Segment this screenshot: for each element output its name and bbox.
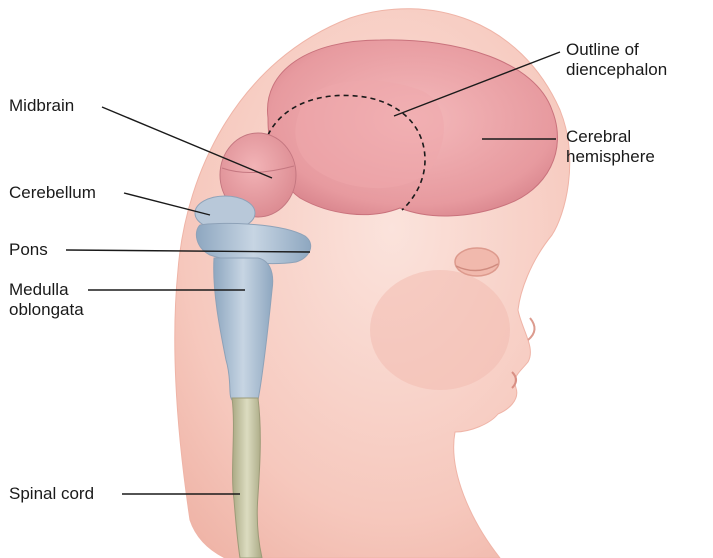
label-medulla-line1: Medulla <box>9 280 84 300</box>
nose-detail <box>528 318 535 340</box>
cheek-shading <box>370 270 510 390</box>
label-outline-line2: diencephalon <box>566 60 667 80</box>
label-cerebral-line2: hemisphere <box>566 147 655 167</box>
label-pons: Pons <box>9 240 48 260</box>
label-cerebral-hemisphere: Cerebral hemisphere <box>566 127 655 167</box>
label-midbrain: Midbrain <box>9 96 74 116</box>
closed-eye <box>455 248 499 276</box>
label-outline-of-diencephalon: Outline of diencephalon <box>566 40 667 80</box>
label-spinal-cord: Spinal cord <box>9 484 94 504</box>
label-cerebral-line1: Cerebral <box>566 127 655 147</box>
label-outline-line1: Outline of <box>566 40 667 60</box>
label-medulla-oblongata: Medulla oblongata <box>9 280 84 320</box>
label-medulla-line2: oblongata <box>9 300 84 320</box>
label-cerebellum: Cerebellum <box>9 183 96 203</box>
